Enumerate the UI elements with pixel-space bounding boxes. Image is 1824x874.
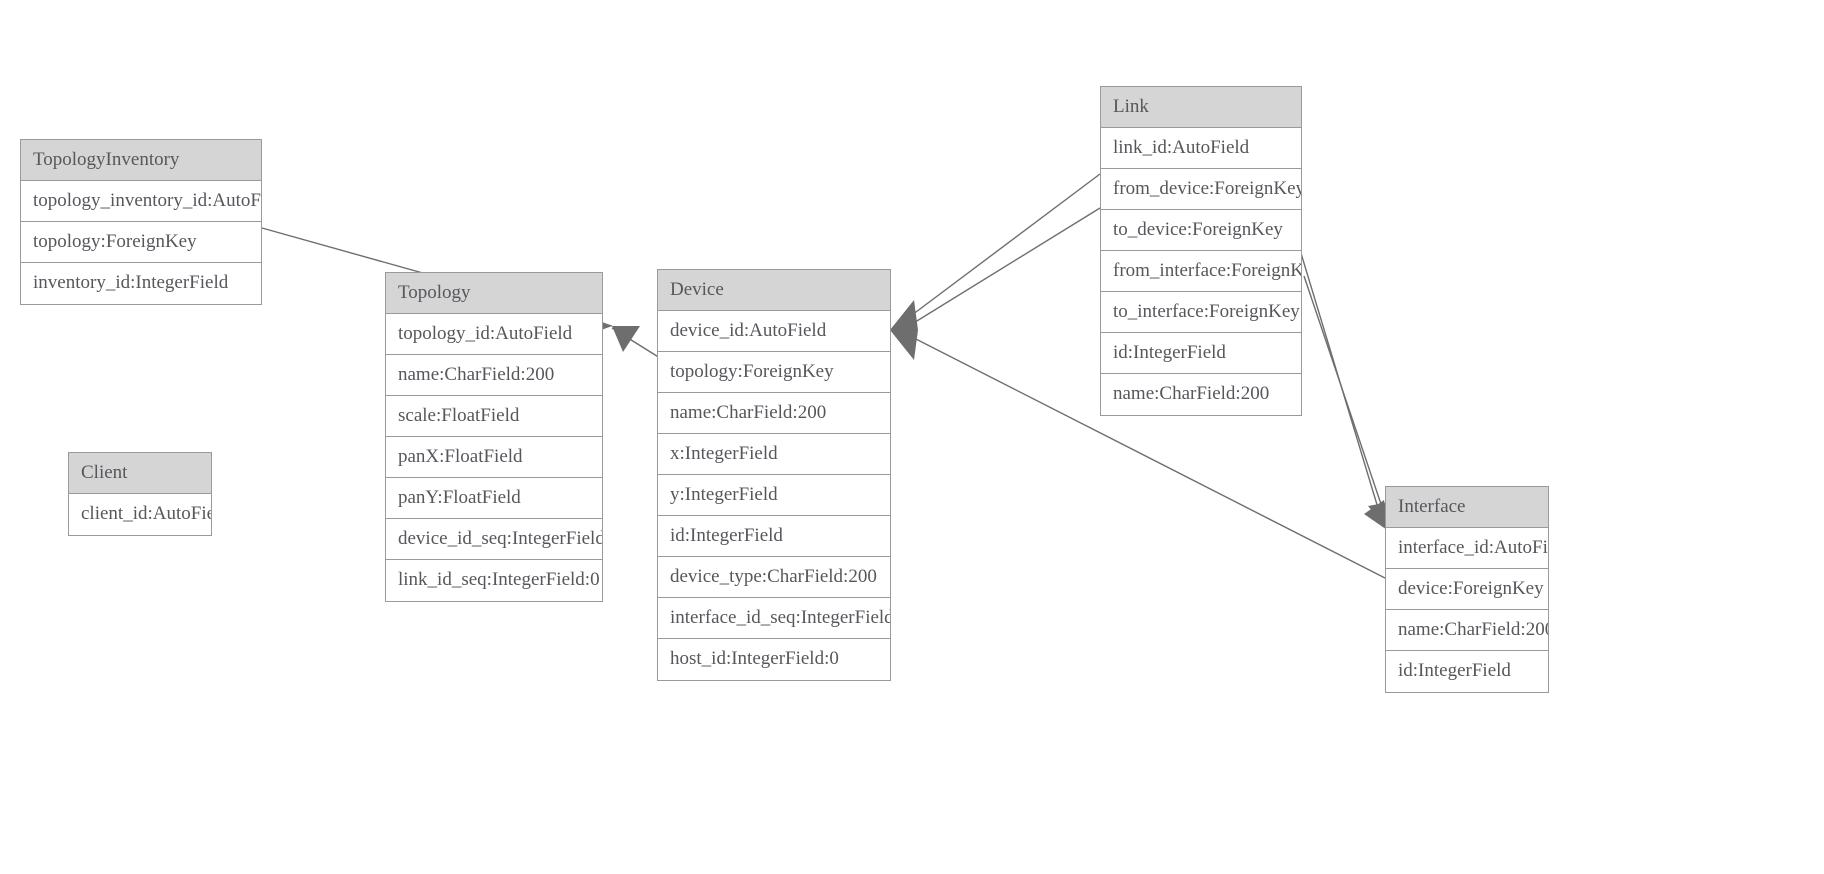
entity-field: from_device:ForeignKey — [1101, 169, 1301, 210]
entity-field: topology_id:AutoField — [386, 314, 602, 355]
entity-field: device_type:CharField:200 — [658, 557, 890, 598]
entity-field: to_device:ForeignKey — [1101, 210, 1301, 251]
entity-title-client: Client — [69, 453, 211, 494]
entity-field: client_id:AutoField — [69, 494, 211, 535]
entity-field: to_interface:ForeignKey — [1101, 292, 1301, 333]
entity-field: topology:ForeignKey — [658, 352, 890, 393]
entity-field: name:CharField:200 — [386, 355, 602, 396]
entity-interface[interactable]: Interfaceinterface_id:AutoFielddevice:Fo… — [1385, 486, 1549, 693]
entity-title-topology-inventory: TopologyInventory — [21, 140, 261, 181]
edge-link-to-interface-to-interface — [1303, 275, 1390, 532]
edge-device-to-topology — [611, 326, 661, 359]
entity-field: device:ForeignKey — [1386, 569, 1548, 610]
entity-field: interface_id_seq:IntegerField:0 — [658, 598, 890, 639]
entity-field: x:IntegerField — [658, 434, 890, 475]
entity-field: panX:FloatField — [386, 437, 602, 478]
entity-field: scale:FloatField — [386, 396, 602, 437]
entity-field: link_id_seq:IntegerField:0 — [386, 560, 602, 601]
entity-field: y:IntegerField — [658, 475, 890, 516]
entity-field: id:IntegerField — [1386, 651, 1548, 692]
entity-field: from_interface:ForeignKey — [1101, 251, 1301, 292]
entity-field: inventory_id:IntegerField — [21, 263, 261, 304]
entity-title-interface: Interface — [1386, 487, 1548, 528]
entity-field: topology:ForeignKey — [21, 222, 261, 263]
entity-field: name:CharField:200 — [1386, 610, 1548, 651]
edge-link-from-device-to-device — [890, 173, 1101, 330]
entity-field: id:IntegerField — [658, 516, 890, 557]
entity-field: id:IntegerField — [1101, 333, 1301, 374]
entity-field: interface_id:AutoField — [1386, 528, 1548, 569]
entity-field: host_id:IntegerField:0 — [658, 639, 890, 680]
entity-title-device: Device — [658, 270, 890, 311]
entity-field: name:CharField:200 — [658, 393, 890, 434]
entity-field: panY:FloatField — [386, 478, 602, 519]
edge-link-to-device-to-device — [890, 207, 1101, 330]
entity-title-topology: Topology — [386, 273, 602, 314]
entity-field: device_id_seq:IntegerField:0 — [386, 519, 602, 560]
edge-link-from-interface-to-interface — [1296, 239, 1390, 532]
entity-title-link: Link — [1101, 87, 1301, 128]
entity-field: topology_inventory_id:AutoField — [21, 181, 261, 222]
entity-field: name:CharField:200 — [1101, 374, 1301, 415]
entity-field: device_id:AutoField — [658, 311, 890, 352]
entity-field: link_id:AutoField — [1101, 128, 1301, 169]
